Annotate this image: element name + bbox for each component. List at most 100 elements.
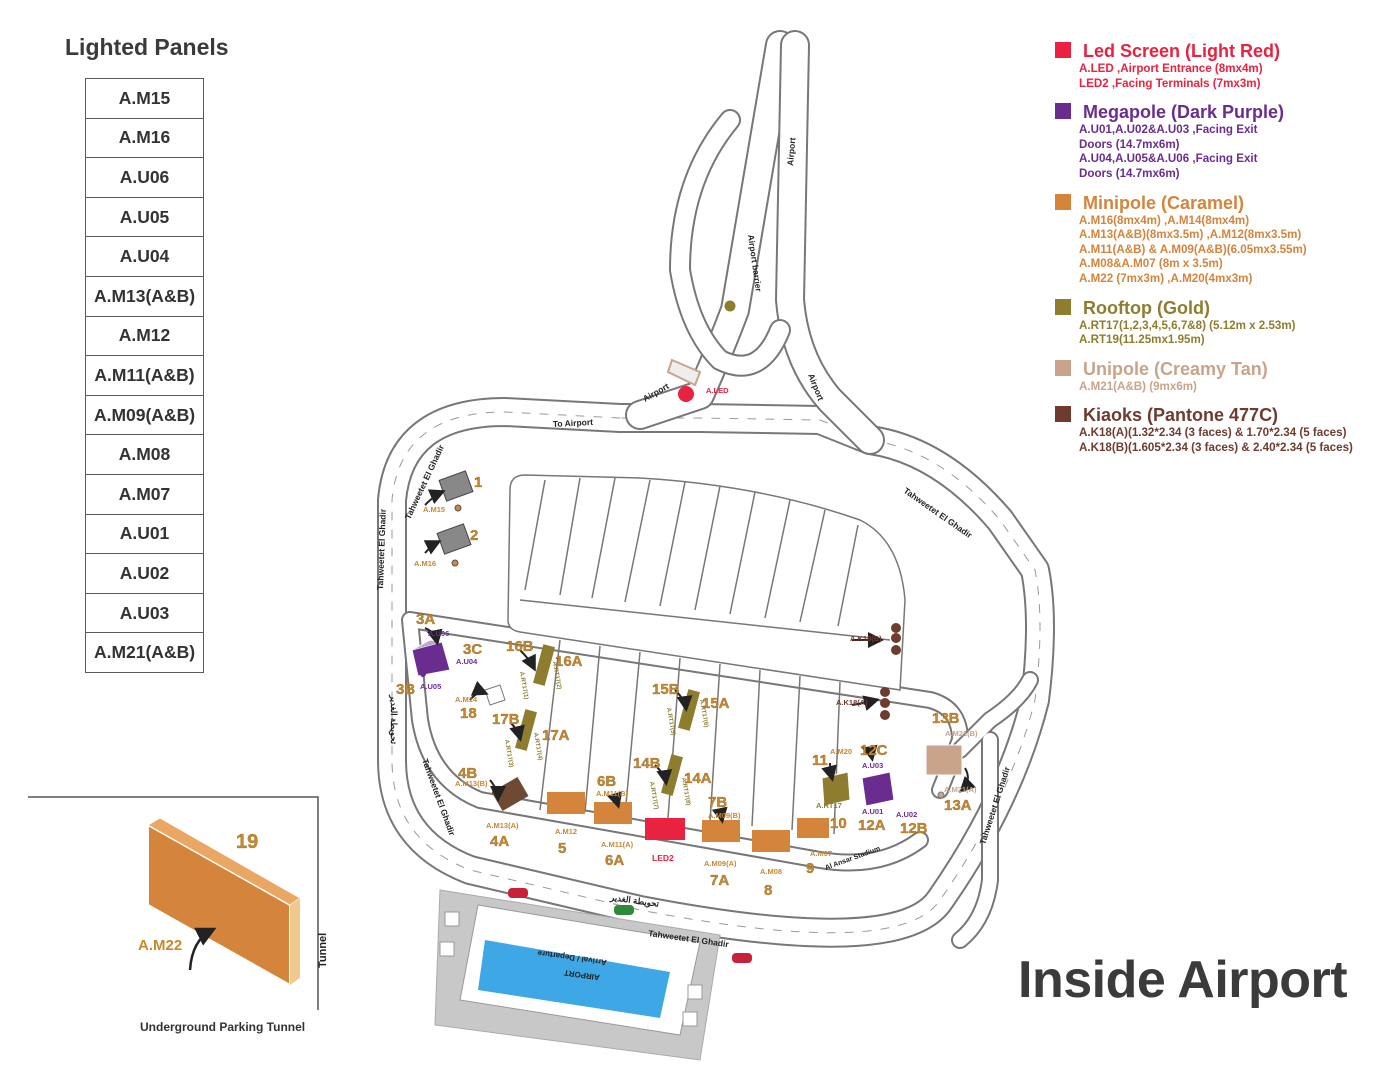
legend-title: Kiaoks (Pantone 477C) bbox=[1083, 405, 1279, 426]
kiosk-b-3 bbox=[891, 645, 901, 655]
rooftop-16 bbox=[533, 644, 555, 686]
panel-row: A.M07 bbox=[85, 473, 204, 515]
legend-title: Megapole (Dark Purple) bbox=[1083, 102, 1285, 123]
code-m08: A.M08 bbox=[760, 867, 782, 876]
code-k18a: A.K18(A) bbox=[836, 698, 868, 707]
code-rt4: A.RT17(4) bbox=[532, 732, 543, 761]
code-m12: A.M12 bbox=[555, 827, 577, 836]
legend-title: Unipole (Creamy Tan) bbox=[1083, 358, 1268, 379]
panel-row: A.U06 bbox=[85, 157, 204, 198]
code-m16: A.M16 bbox=[414, 559, 436, 568]
panel-code: A.M13(A&B) bbox=[85, 275, 204, 317]
road-label-airport-top: Airport bbox=[785, 137, 797, 166]
road-network bbox=[377, 30, 1055, 949]
kiosk-b-2 bbox=[891, 633, 901, 643]
panel-row: A.M11(A&B) bbox=[85, 355, 204, 396]
panel-code: A.M12 bbox=[85, 315, 204, 357]
legend-item: Rooftop (Gold)A.RT17(1,2,3,4,5,6,7&8) (5… bbox=[1055, 297, 1395, 348]
site-number-2: 2 bbox=[470, 527, 478, 544]
panel-code: A.U04 bbox=[85, 236, 204, 277]
code-m21b: A.M21(B) bbox=[945, 729, 978, 738]
minipole-4 bbox=[491, 776, 529, 812]
code-u04: A.U04 bbox=[456, 657, 478, 666]
site-number-16b: 16B bbox=[506, 638, 534, 655]
minipole-7 bbox=[702, 820, 740, 842]
code-u06: A.U06 bbox=[428, 629, 449, 638]
legend-line: A.M11(A&B) & A.M09(A&B)(6.05mx3.55m) bbox=[1079, 242, 1307, 256]
legend-line: A.U01,A.U02&A.U03 ,Facing Exit bbox=[1079, 123, 1258, 137]
site-number-3b: 3B bbox=[396, 681, 415, 698]
led-2 bbox=[645, 818, 685, 840]
legend-title: Led Screen (Light Red) bbox=[1083, 41, 1281, 61]
road-label-tunnel: Tunnel bbox=[317, 933, 329, 968]
minipole-6 bbox=[594, 802, 632, 824]
minipole-8 bbox=[752, 830, 790, 852]
road-label-tahweetet-2: Tahweetet El Ghadir bbox=[375, 508, 388, 590]
legend-item: Led Screen (Light Red)A.LED ,Airport Ent… bbox=[1055, 40, 1395, 91]
site-number-6b: 6B bbox=[597, 773, 616, 790]
panel-row: A.M12 bbox=[85, 315, 204, 357]
arrow-m22 bbox=[188, 927, 217, 971]
panel-row: A.U05 bbox=[85, 196, 204, 238]
legend-line: A.U04,A.U05&A.U06 ,Facing Exit bbox=[1079, 152, 1258, 166]
site-number-3c: 3C bbox=[463, 641, 482, 658]
site-number-14b: 14B bbox=[633, 755, 661, 772]
panel-19-front bbox=[147, 823, 291, 987]
panel-row: A.M13(A&B) bbox=[85, 275, 204, 317]
site-number-1: 1 bbox=[474, 474, 482, 491]
tunnel-inset bbox=[28, 796, 319, 1010]
panel-code: A.M09(A&B) bbox=[85, 394, 204, 436]
site-number-18: 18 bbox=[460, 705, 477, 722]
code-m14: A.M14 bbox=[455, 695, 478, 704]
site-number-17a: 17A bbox=[542, 727, 570, 744]
site-number-14a: 14A bbox=[684, 770, 712, 787]
legend-swatch bbox=[1055, 298, 1071, 315]
legend-line: A.M22 (7mx3m) ,A.M20(4mx3m) bbox=[1079, 271, 1253, 285]
legend: Led Screen (Light Red)A.LED ,Airport Ent… bbox=[1055, 40, 1395, 466]
code-rt3: A.RT17(3) bbox=[503, 739, 514, 768]
panel-1 bbox=[438, 470, 474, 502]
page-title: Inside Airport bbox=[1018, 951, 1348, 1009]
kiosk-a-1 bbox=[880, 687, 890, 697]
panel-code: A.U01 bbox=[85, 513, 204, 555]
site-number-4b: 4B bbox=[458, 765, 477, 782]
code-u02: A.U02 bbox=[896, 810, 917, 819]
parking-lot bbox=[507, 474, 906, 835]
panel-row: A.M08 bbox=[85, 434, 204, 475]
panel-code: A.U06 bbox=[85, 157, 204, 198]
legend-line: A.RT17(1,2,3,4,5,6,7&8) (5.12m x 2.53m) bbox=[1079, 318, 1296, 332]
legend-item: Minipole (Caramel)A.M16(8mx4m) ,A.M14(8m… bbox=[1055, 192, 1395, 287]
pointer-arrows bbox=[423, 489, 977, 824]
panel-code: A.U02 bbox=[85, 553, 204, 594]
code-m13a: A.M13(A) bbox=[486, 821, 519, 830]
panel-row: A.M16 bbox=[85, 117, 204, 159]
site-number-15a: 15A bbox=[702, 695, 730, 712]
panel-row: A.U04 bbox=[85, 236, 204, 277]
legend-line: Doors (14.7mx6m) bbox=[1079, 137, 1180, 151]
site-number-9: 9 bbox=[806, 860, 814, 877]
code-m11a: A.M11(A) bbox=[601, 840, 634, 849]
legend-swatch bbox=[1055, 359, 1071, 376]
panel-row: A.U03 bbox=[85, 592, 204, 634]
legend-item: Unipole (Creamy Tan)A.M21(A&B) (9mx6m) bbox=[1055, 358, 1395, 395]
kiosk-a-2 bbox=[880, 698, 890, 708]
panel-row: A.U02 bbox=[85, 553, 204, 594]
site-number-16a: 16A bbox=[555, 653, 583, 670]
panel-code: A.M15 bbox=[85, 78, 204, 119]
led-screen-main bbox=[678, 386, 694, 402]
site-number-12b: 12B bbox=[900, 820, 928, 837]
legend-line: A.M21(A&B) (9mx6m) bbox=[1079, 379, 1197, 393]
code-k18b: A.K18(B) bbox=[850, 634, 882, 643]
legend-swatch bbox=[1055, 193, 1071, 210]
panel-code: A.U03 bbox=[85, 592, 204, 634]
code-m21a: A.M21(A) bbox=[944, 785, 977, 794]
terminal-building bbox=[434, 889, 721, 1061]
panel-row: A.M15 bbox=[85, 78, 204, 119]
cars bbox=[508, 888, 752, 963]
code-rt6: A.RT17(6) bbox=[698, 699, 709, 728]
site-number-7b: 7B bbox=[708, 794, 727, 811]
site-number-4a: 4A bbox=[490, 833, 509, 850]
code-u05: A.U05 bbox=[420, 682, 441, 691]
panel-row: A.M09(A&B) bbox=[85, 394, 204, 436]
legend-item: Megapole (Dark Purple)A.U01,A.U02&A.U03 … bbox=[1055, 101, 1395, 181]
